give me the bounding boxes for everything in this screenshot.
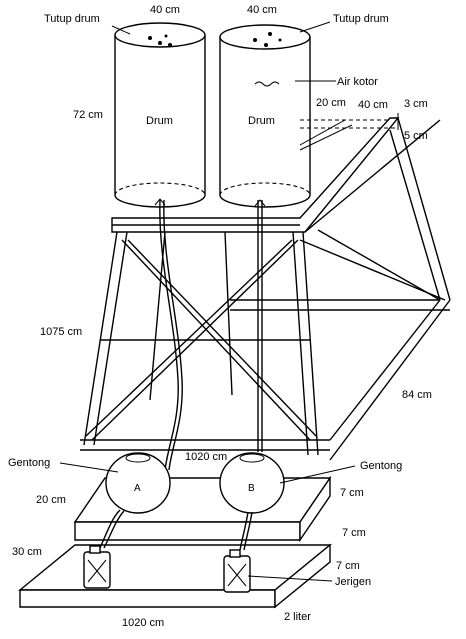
drum-right-lid-label: Tutup drum <box>333 13 389 25</box>
drum-right-liquid-label: Air kotor <box>337 76 378 88</box>
base-dim3-label: 7 cm <box>336 560 360 572</box>
base-height-label: 30 cm <box>12 546 42 558</box>
platform-gap-label: 20 cm <box>316 97 346 109</box>
stand-bottom-width-label: 1020 cm <box>185 451 227 463</box>
stand-side-label: 84 cm <box>402 389 432 401</box>
drum-right-body-label: Drum <box>248 115 275 127</box>
base-width-label: 1020 cm <box>122 617 164 629</box>
gentong-a <box>99 452 171 549</box>
drum-right <box>219 24 311 208</box>
gentong-left-letter: A <box>134 483 141 494</box>
gentong-left-height-label: 20 cm <box>36 494 66 506</box>
platform-width-label: 40 cm <box>358 99 388 111</box>
platform-lip-label: 3 cm <box>404 98 428 110</box>
gentong-left-name: Gentong <box>8 457 50 469</box>
base-slab <box>18 543 332 609</box>
gentong-right-dim1: 7 cm <box>340 487 364 499</box>
volume-label: 2 liter <box>284 611 311 623</box>
platform-depth-label: 5 cm <box>404 130 428 142</box>
drum-left-width-label: 40 cm <box>150 4 180 16</box>
leader-lines <box>59 21 399 582</box>
jerigen-label: Jerigen <box>335 576 371 588</box>
gentong-right-dim2: 7 cm <box>342 527 366 539</box>
jerigen-left <box>83 545 111 589</box>
stand-frame <box>80 117 451 461</box>
dirty-water-squiggle <box>254 81 280 87</box>
stand-height-label: 1075 cm <box>40 326 82 338</box>
drum-left-lid-label: Tutup drum <box>44 13 100 25</box>
gentong-right-letter: B <box>248 483 255 494</box>
drum-left-height-label: 72 cm <box>73 109 103 121</box>
gentong-b <box>219 452 285 551</box>
drum-right-width-label: 40 cm <box>247 4 277 16</box>
hoses <box>154 198 266 471</box>
gentong-right-name: Gentong <box>360 460 402 472</box>
jerigen-right <box>223 549 251 593</box>
drum-left-body-label: Drum <box>146 115 173 127</box>
